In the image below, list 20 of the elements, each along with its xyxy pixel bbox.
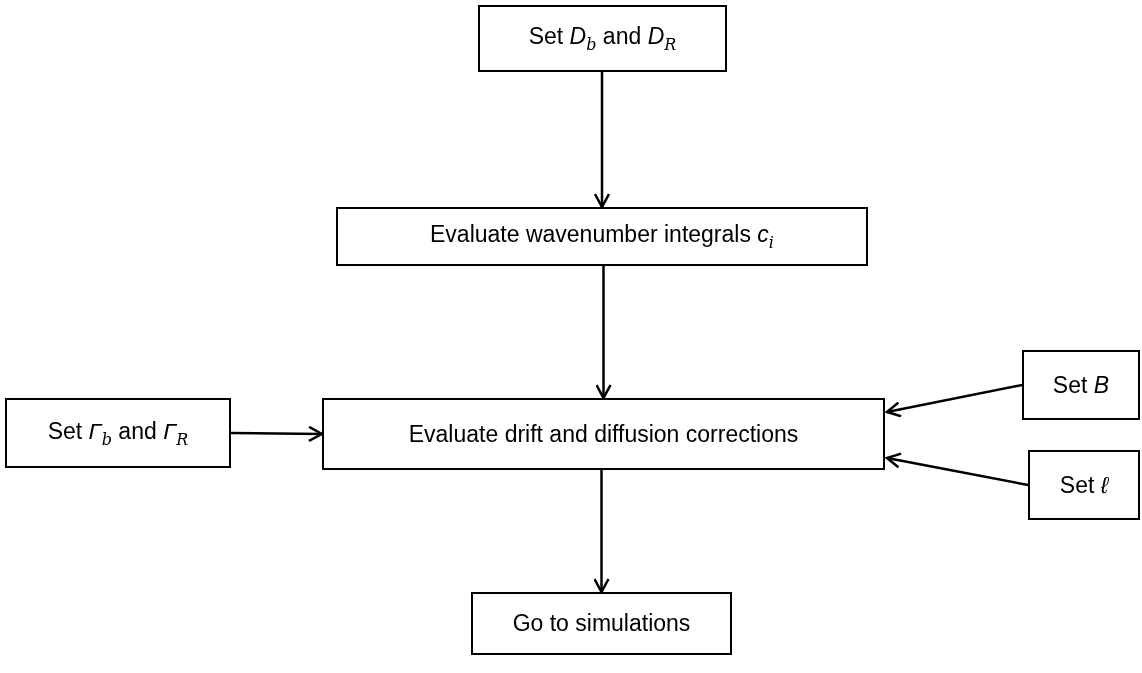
process-box: [322, 398, 885, 470]
arrow: [593, 470, 610, 594]
box-label: Go to simulations: [512, 610, 691, 637]
box-label: Set ℓ: [1059, 471, 1109, 499]
box-label: Set Γ$_{b}$ and Γ$_{R}$: [47, 417, 189, 449]
process-box: [1022, 350, 1140, 420]
box-label: Set D$_{b}$ and D$_{R}$: [528, 23, 677, 54]
box-label: Evaluate wavenumber integrals c$_{i}$: [430, 221, 774, 252]
arrow: [593, 72, 611, 209]
box-label: Set B: [1052, 371, 1110, 399]
process-box: [471, 592, 732, 655]
box-label: Evaluate drift and diffusion corrections: [408, 420, 799, 448]
arrow: [231, 425, 324, 443]
arrow: [885, 452, 1029, 487]
process-box: [336, 207, 868, 266]
process-box: [5, 398, 231, 468]
arrow: [885, 383, 1023, 418]
process-box: [478, 5, 727, 72]
process-box: [1028, 450, 1140, 520]
arrow: [595, 266, 612, 400]
